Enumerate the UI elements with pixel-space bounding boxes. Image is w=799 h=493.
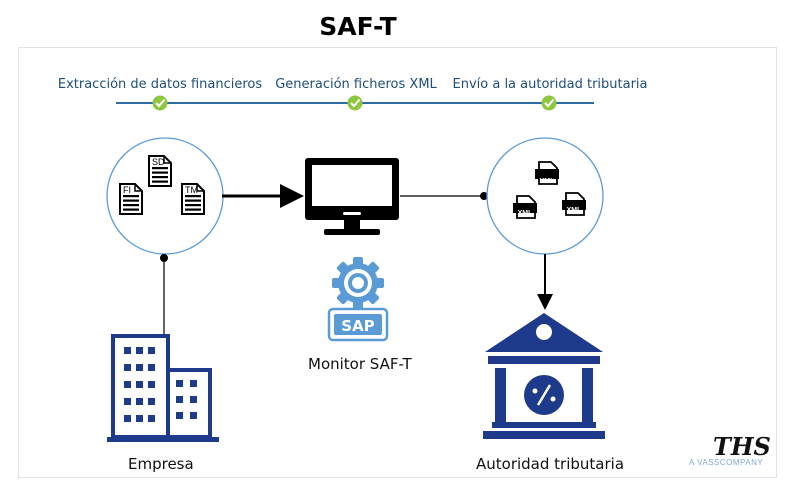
diagram-frame <box>18 47 777 478</box>
sap-label: SAP <box>341 317 374 335</box>
check-icon <box>541 95 557 111</box>
xml-files-circle <box>486 137 604 255</box>
diagram-title: SAF-T <box>319 12 397 41</box>
xml-file-label: XML <box>540 178 556 185</box>
company-logo-mark: THS <box>713 432 771 461</box>
connector-dot <box>480 192 488 200</box>
document-label-fi: FI <box>123 185 131 195</box>
xml-file-label: XML <box>567 207 583 214</box>
tax-authority-building-icon <box>483 313 605 439</box>
authority-label: Autoridad tributaria <box>476 455 625 473</box>
step-label-extraction: Extracción de datos financieros <box>57 77 263 92</box>
document-label-sd: SD <box>152 157 165 167</box>
document-label-tm: TM <box>185 185 198 195</box>
monitor-label: Monitor SAF-T <box>308 355 412 373</box>
check-icon <box>152 95 168 111</box>
company-logo-subtitle: A VASSCOMPANY <box>689 458 764 467</box>
monitor-icon <box>305 158 399 235</box>
xml-file-label: XML <box>518 210 534 217</box>
step-label-xml-generation: Generación ficheros XML <box>275 77 437 92</box>
sap-gear-icon <box>327 257 389 342</box>
company-label: Empresa <box>128 455 194 473</box>
check-icon <box>347 95 363 111</box>
step-label-submission: Envío a la autoridad tributaria <box>452 77 648 92</box>
company-building-icon <box>107 334 219 442</box>
